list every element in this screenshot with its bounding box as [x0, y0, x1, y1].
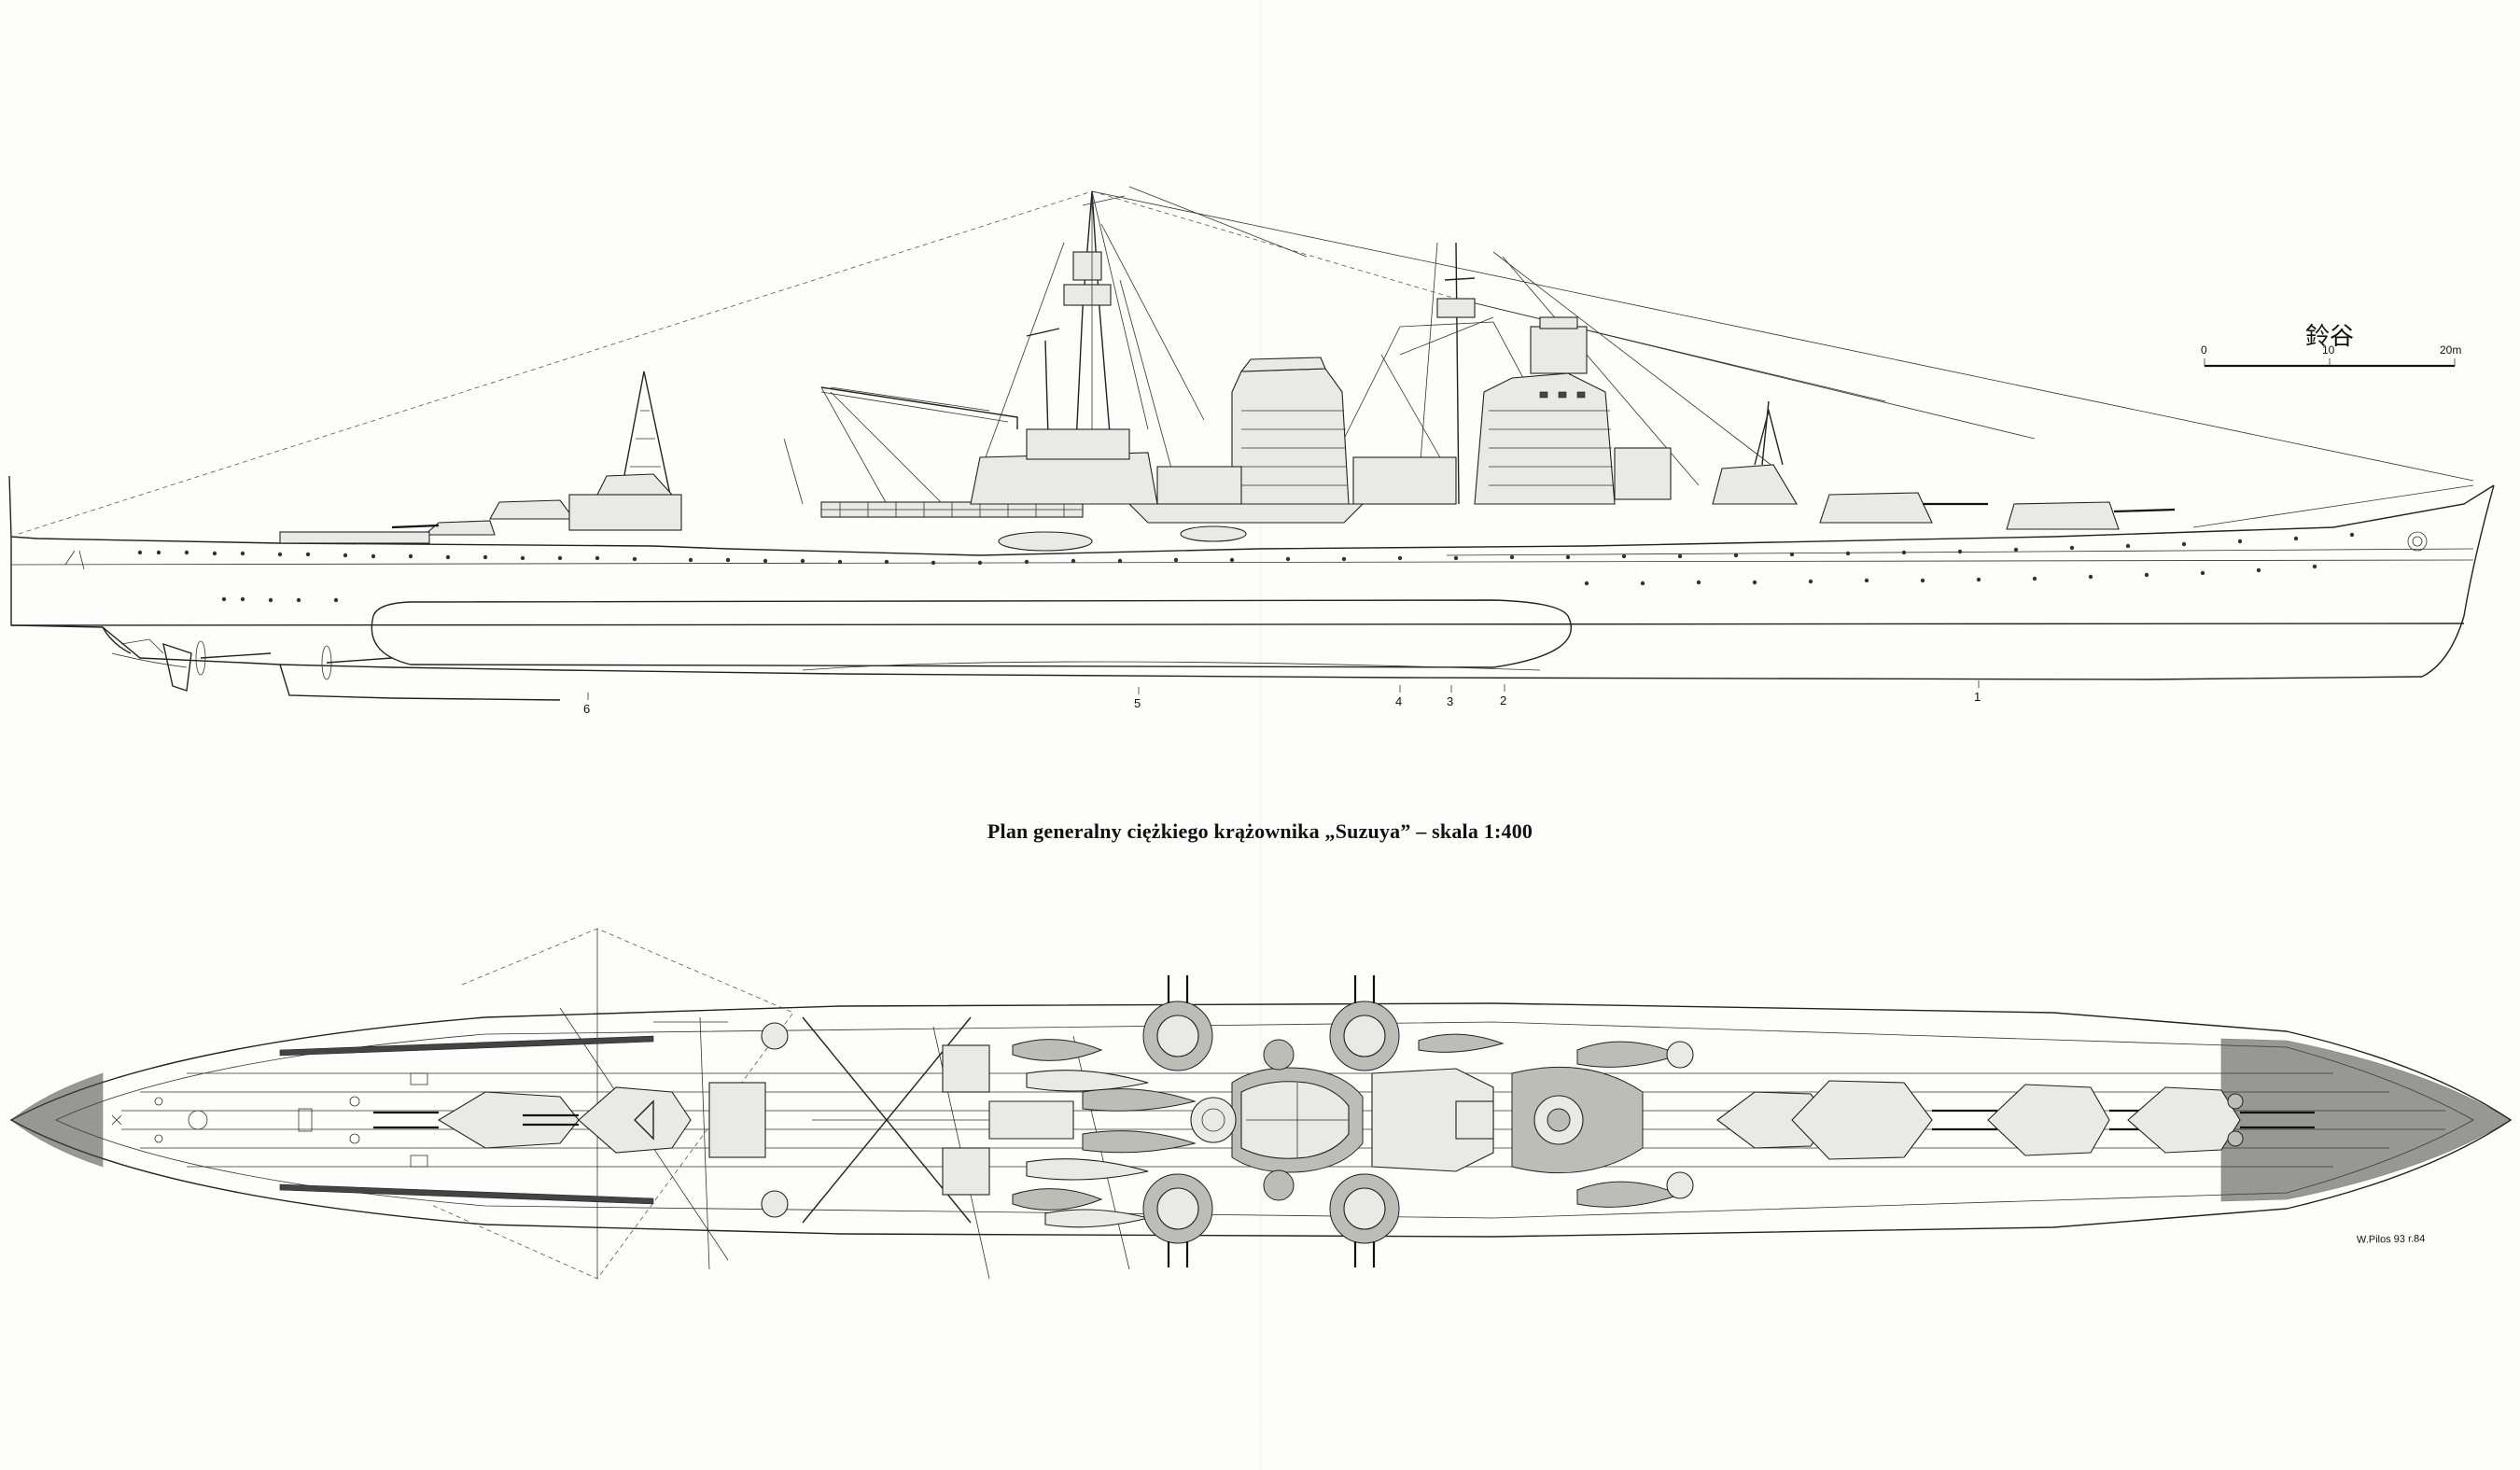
deck-fittings: [111, 1072, 428, 1168]
frame-label-4: 4: [1395, 694, 1403, 708]
frame-label-2: 2: [1500, 693, 1507, 707]
frame-markers: [587, 680, 1980, 700]
forward-turrets-plan: [1716, 1080, 2315, 1160]
frame-label-1: 1: [1974, 690, 1981, 704]
hull-side: [10, 484, 2495, 701]
author-signature: W.Pilos 93 r.84: [2356, 1233, 2426, 1246]
portholes: [137, 532, 2355, 603]
boats-plan: [1012, 1033, 1682, 1228]
scale-bar: [2204, 358, 2456, 368]
scale-label-20m: 20m: [2440, 343, 2462, 357]
drawing-title: Plan generalny ciężkiego krążownika „Suz…: [987, 819, 1533, 843]
rigging-wires: [18, 186, 2474, 535]
dual-mounts-plan: [1142, 975, 1400, 1267]
page-fold: [1260, 0, 1262, 1470]
frame-label-5: 5: [1134, 696, 1141, 710]
scale-label-10: 10: [2322, 343, 2335, 357]
aft-turrets-plan: [373, 1082, 766, 1158]
ship-name-kanji: 鈴谷: [2304, 323, 2354, 350]
plan-view: [9, 928, 2513, 1280]
aircraft-deck-plan: [761, 1016, 1074, 1224]
scale-label-0: 0: [2201, 343, 2207, 357]
bridge-plan: [1371, 1041, 1694, 1199]
superstructure-side: [8, 190, 2474, 570]
frame-label-6: 6: [583, 702, 591, 716]
funnel-plan: [1190, 1039, 1364, 1201]
frame-label-3: 3: [1447, 694, 1454, 708]
